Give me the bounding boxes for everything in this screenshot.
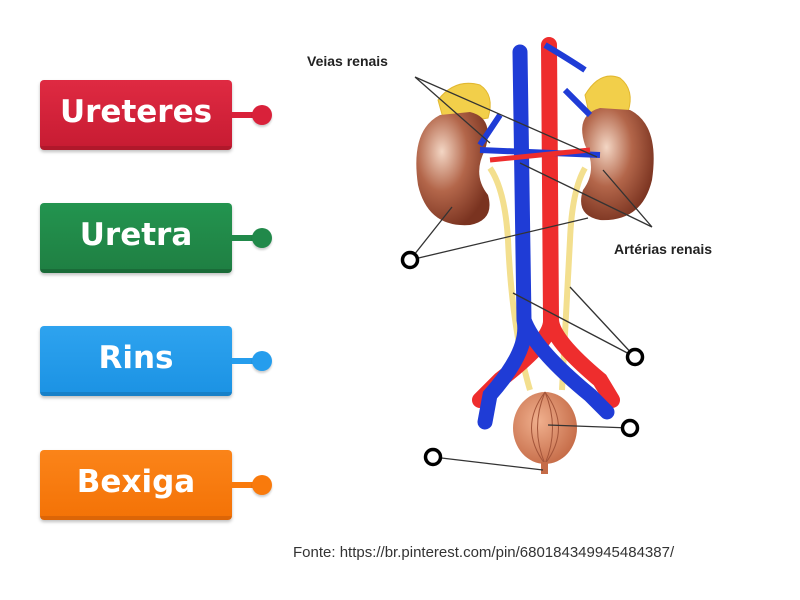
label-veias-renais: Veias renais — [307, 53, 388, 69]
tile-connector — [232, 112, 256, 118]
tile-handle-dot[interactable] — [252, 351, 272, 371]
tile-bexiga[interactable]: Bexiga — [40, 450, 232, 520]
tile-label: Uretra — [79, 217, 193, 253]
tile-label: Bexiga — [76, 464, 196, 500]
renal-veins — [477, 42, 601, 158]
label-arterias-renais: Artérias renais — [614, 241, 712, 257]
drop-target-ureters[interactable] — [625, 347, 645, 367]
tile-label: Rins — [98, 340, 174, 376]
adrenal-right — [584, 75, 631, 119]
bladder — [513, 392, 577, 464]
vena-cava — [477, 44, 615, 430]
drop-target-kidneys[interactable] — [400, 250, 420, 270]
tile-rins[interactable]: Rins — [40, 326, 232, 396]
kidney-right — [581, 108, 654, 221]
tile-handle-dot[interactable] — [252, 228, 272, 248]
kidney-left — [416, 112, 490, 226]
tile-connector — [232, 482, 256, 488]
tile-handle-dot[interactable] — [252, 105, 272, 125]
urethra — [541, 462, 548, 474]
tile-handle-dot[interactable] — [252, 475, 272, 495]
tile-ureteres[interactable]: Ureteres — [40, 80, 232, 150]
drop-target-urethra[interactable] — [423, 447, 443, 467]
tile-connector — [232, 235, 256, 241]
ureter-right — [559, 166, 588, 391]
tile-uretra[interactable]: Uretra — [40, 203, 232, 273]
pointer-lines — [409, 76, 653, 471]
image-source-caption: Fonte: https://br.pinterest.com/pin/6801… — [293, 544, 675, 561]
tile-connector — [232, 358, 256, 364]
renal-arteries — [489, 147, 591, 163]
tile-label: Ureteres — [59, 94, 213, 130]
drop-target-bladder[interactable] — [620, 418, 640, 438]
